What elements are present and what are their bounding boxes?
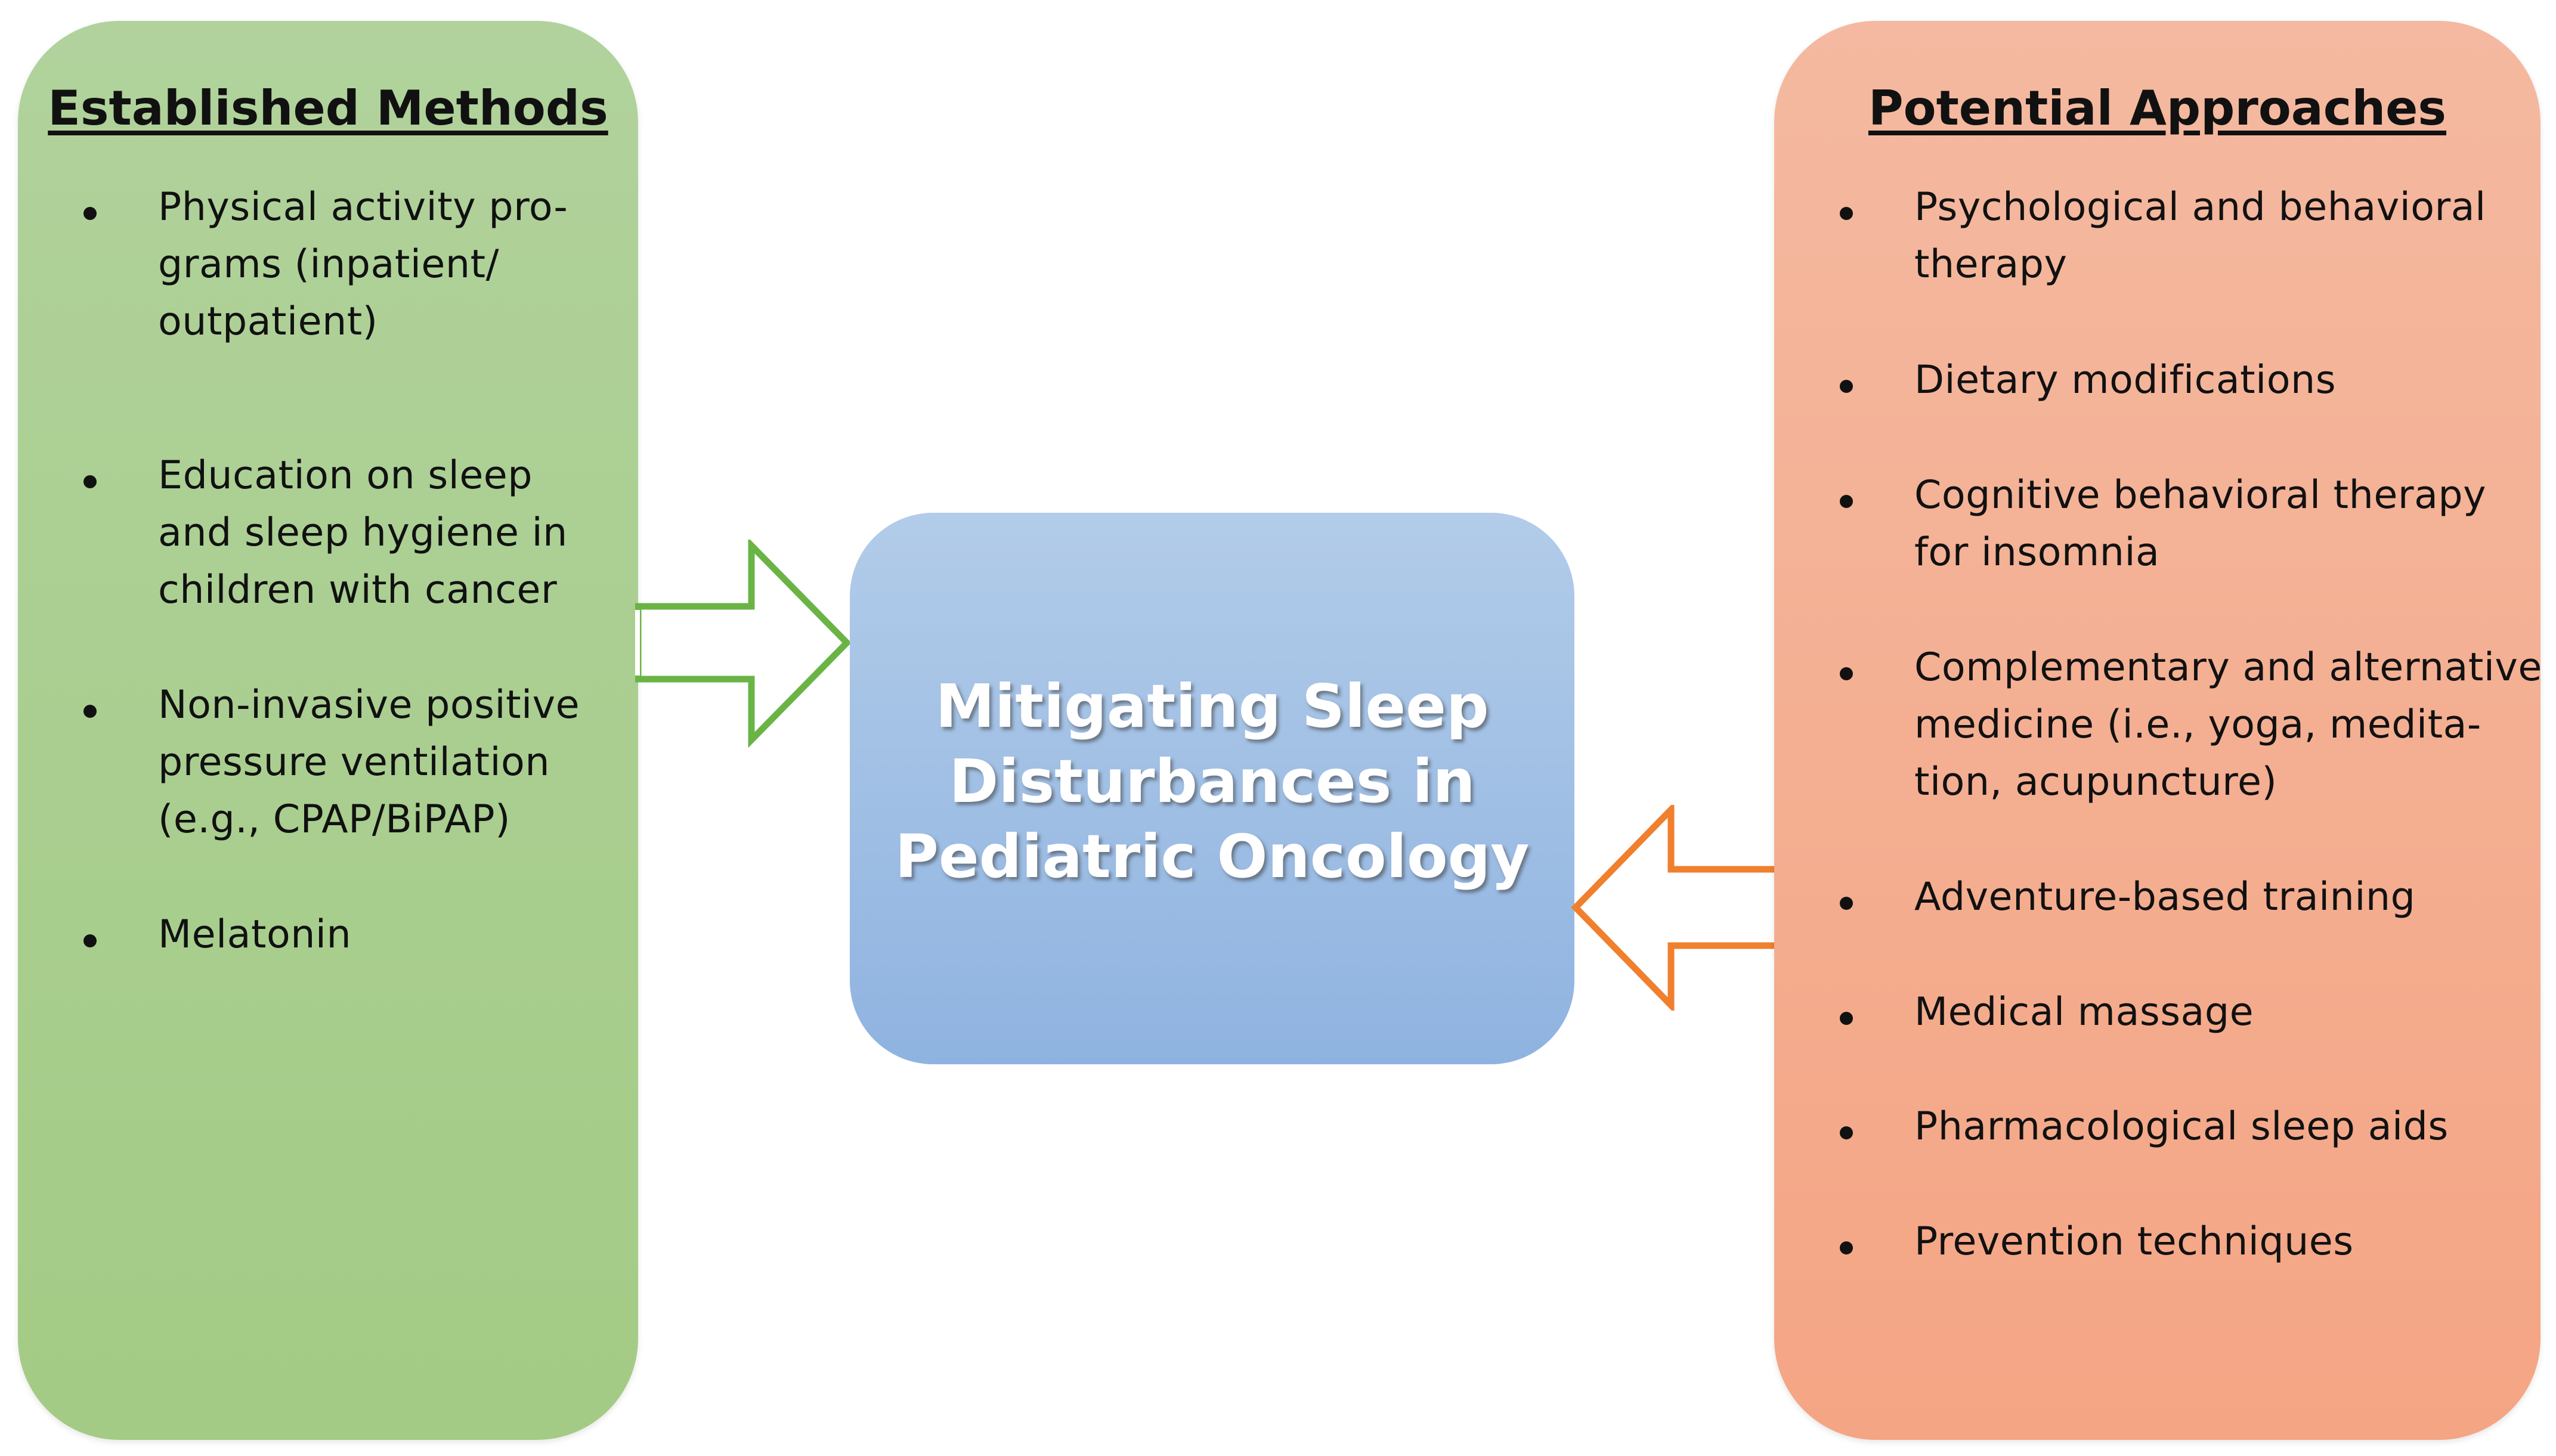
item-line: Non-invasive positive	[158, 683, 580, 727]
established-item-sleep-education: Education on sleep and sleep hygiene in …	[83, 447, 568, 619]
item-line: Dietary modifications	[1914, 358, 2337, 402]
bullet-icon	[83, 934, 97, 947]
orange-left-arrow-icon	[1571, 805, 1781, 1011]
bullet-icon	[1840, 1012, 1853, 1025]
potential-item-psychological-therapy: Psychological and behavioral therapy	[1840, 179, 2486, 293]
bullet-icon	[83, 475, 97, 488]
item-line: medicine (i.e., yoga, medita-	[1914, 702, 2481, 747]
established-methods-title: Established Methods	[48, 80, 608, 136]
item-line: Education on sleep	[158, 453, 533, 498]
potential-item-complementary-medicine: Complementary and alternative medicine (…	[1840, 639, 2542, 811]
item-line: Cognitive behavioral therapy	[1914, 473, 2487, 518]
item-line: outpatient)	[158, 299, 378, 344]
bullet-icon	[1840, 380, 1853, 393]
potential-item-adventure-training: Adventure-based training	[1840, 869, 2416, 926]
established-item-ventilation: Non-invasive positive pressure ventilati…	[83, 677, 580, 848]
item-line: tion, acupuncture)	[1914, 760, 2277, 804]
item-line: Adventure-based training	[1914, 875, 2416, 919]
item-line: Pharmacological sleep aids	[1914, 1104, 2449, 1149]
central-topic-line: Disturbances in	[949, 746, 1475, 816]
bullet-icon	[83, 705, 97, 718]
item-line: children with cancer	[158, 568, 558, 612]
central-topic-line: Mitigating Sleep	[935, 671, 1489, 741]
bullet-icon	[1840, 1126, 1853, 1139]
potential-approaches-panel: Potential Approaches Psychological and b…	[1774, 21, 2542, 1440]
central-topic-title: Mitigating Sleep Disturbances in Pediatr…	[850, 669, 1574, 894]
item-line: Prevention techniques	[1914, 1219, 2354, 1264]
potential-item-sleep-aids: Pharmacological sleep aids	[1840, 1098, 2449, 1155]
established-item-melatonin: Melatonin	[83, 906, 352, 964]
item-line: therapy	[1914, 242, 2068, 287]
item-line: Medical massage	[1914, 990, 2254, 1034]
potential-item-cbt-insomnia: Cognitive behavioral therapy for insomni…	[1840, 467, 2487, 581]
item-line: Complementary and alternative	[1914, 645, 2542, 690]
central-topic-box: Mitigating Sleep Disturbances in Pediatr…	[850, 513, 1574, 1064]
green-right-arrow-icon	[635, 540, 852, 748]
bullet-icon	[1840, 207, 1853, 220]
potential-approaches-title: Potential Approaches	[1868, 80, 2447, 136]
bullet-icon	[83, 207, 97, 220]
item-line: Physical activity pro-	[158, 185, 568, 230]
item-line: and sleep hygiene in	[158, 510, 568, 555]
potential-item-dietary-modifications: Dietary modifications	[1840, 352, 2337, 409]
central-topic-line: Pediatric Oncology	[895, 822, 1530, 891]
item-line: Melatonin	[158, 912, 352, 957]
item-line: for insomnia	[1914, 530, 2160, 575]
bullet-icon	[1840, 897, 1853, 910]
bullet-icon	[1840, 1241, 1853, 1254]
bullet-icon	[1840, 495, 1853, 508]
potential-item-medical-massage: Medical massage	[1840, 984, 2254, 1041]
potential-item-prevention-techniques: Prevention techniques	[1840, 1213, 2354, 1271]
item-line: (e.g., CPAP/BiPAP)	[158, 797, 510, 842]
item-line: Psychological and behavioral	[1914, 185, 2486, 230]
item-line: grams (inpatient/	[158, 242, 499, 287]
established-item-physical-activity: Physical activity pro- grams (inpatient/…	[83, 179, 568, 351]
established-methods-panel: Established Methods Physical activity pr…	[18, 21, 638, 1440]
bullet-icon	[1840, 667, 1853, 680]
item-line: pressure ventilation	[158, 740, 550, 785]
